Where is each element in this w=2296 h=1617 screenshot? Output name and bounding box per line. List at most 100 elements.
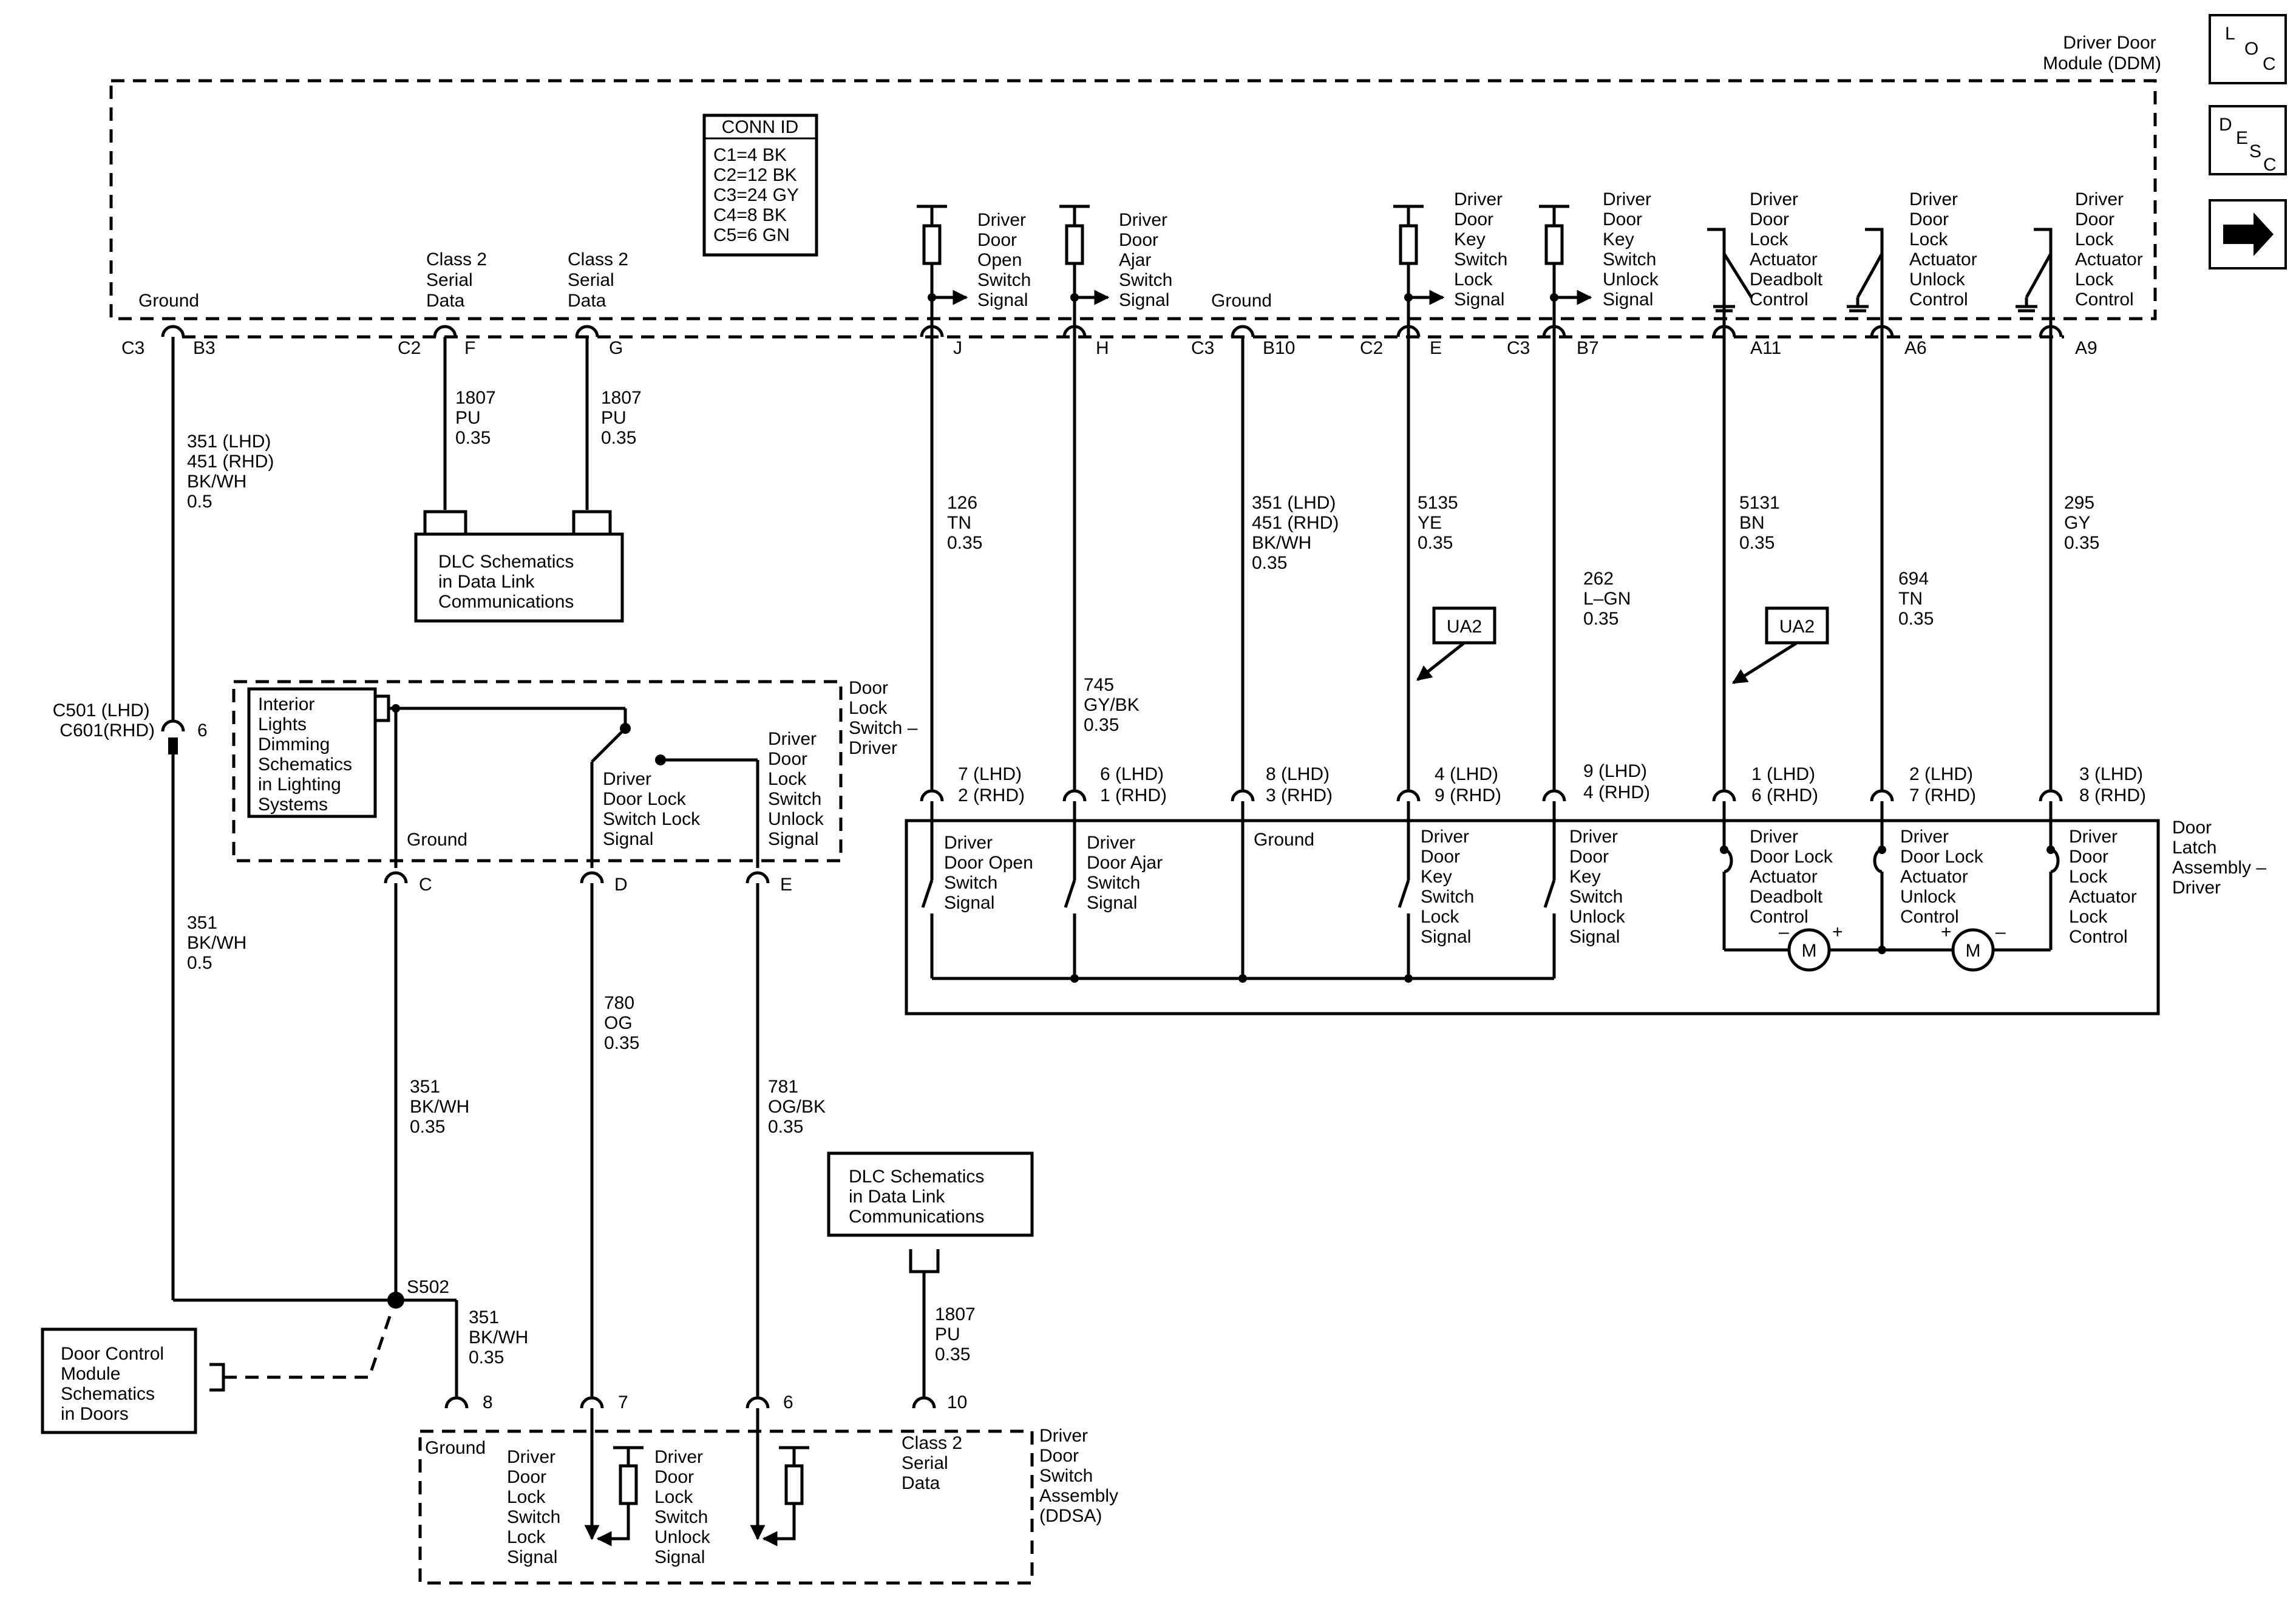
svg-text:B7: B7	[1577, 338, 1599, 358]
wire-f-label: 1807 PU 0.35	[455, 388, 501, 448]
svg-text:C3: C3	[121, 338, 144, 358]
wire-lines	[171, 337, 2053, 1399]
ua2-badge-key: UA2	[1416, 606, 1496, 681]
splice-s502: S502	[387, 1277, 449, 1309]
svg-text:Door Control Module Sc: Door Control Module Schematics in Doors	[61, 1344, 169, 1424]
svg-text:C501 (LHD) C601(RHD): C501 (LHD) C601(RHD)	[53, 700, 155, 741]
latch-ground-label: Ground	[1254, 830, 1314, 850]
ddm-class2-g-label: Class 2 Serial Data	[568, 249, 633, 311]
connector-c3-b7: C3 B7	[1507, 325, 1599, 358]
svg-text:E: E	[780, 875, 792, 895]
wire-lower-351-label: 351 BK/WH 0.5	[187, 913, 252, 973]
motor-deadbolt-icon	[1787, 928, 1831, 972]
svg-text:8 (LHD): 8 (LHD)	[1266, 764, 1330, 784]
arrow-right-icon	[2223, 212, 2274, 256]
latch-lock-label: Driver Door Lock Actuator Lock Control	[2069, 827, 2142, 947]
wire-j-label: 126 TN 0.35	[947, 493, 982, 553]
ddsa-pins: 8 7 6 10	[444, 1392, 967, 1412]
interior-lights-box[interactable]: Interior Lights Dimming Schematics in Li…	[247, 687, 377, 818]
svg-text:–: –	[1779, 922, 1789, 942]
ddm-input-circuits	[917, 205, 2053, 337]
ddm-key-unlock-label: Driver Door Key Switch Unlock Signal	[1603, 189, 1663, 310]
svg-text:4 (LHD): 4 (LHD)	[1435, 764, 1498, 784]
svg-text:D: D	[2219, 115, 2232, 135]
svg-text:S: S	[2249, 141, 2261, 161]
ddsa-name: Driver Door Switch Assembly (DDSA)	[1039, 1426, 1123, 1526]
inline-connector-c501: C501 (LHD) C601(RHD) 6	[53, 700, 208, 754]
svg-text:3 (LHD): 3 (LHD)	[2079, 764, 2143, 784]
connector-h: H	[1062, 325, 1109, 358]
conn-id-title: CONN ID	[722, 117, 799, 137]
svg-text:A11: A11	[1750, 338, 1781, 358]
svg-text:+: +	[1832, 922, 1843, 942]
wire-s502-label: 351 BK/WH 0.35	[469, 1307, 534, 1368]
svg-text:C: C	[2263, 155, 2277, 175]
svg-text:C: C	[2263, 54, 2276, 74]
ddsa-ground-label: Ground	[425, 1438, 486, 1458]
wire-d-label: 780 OG 0.35	[604, 993, 639, 1053]
svg-text:G: G	[609, 338, 623, 358]
wire-ground-c-label: 351 BK/WH 0.35	[410, 1077, 475, 1137]
ddm-name: Driver Door Module (DDM)	[2043, 33, 2161, 73]
svg-text:6: 6	[197, 720, 208, 741]
svg-text:4 (RHD): 4 (RHD)	[1583, 782, 1650, 802]
svg-text:C2: C2	[398, 338, 421, 358]
connector-c2-e: C2 E	[1360, 325, 1442, 358]
svg-text:E: E	[1430, 338, 1442, 358]
dlc-schematics-bottom[interactable]: DLC Schematics in Data Link Communicatio…	[827, 1151, 1034, 1273]
lock-switch-circuit	[375, 694, 759, 868]
latch-open-label: Driver Door Open Switch Signal	[944, 833, 1038, 913]
svg-text:B3: B3	[193, 338, 216, 358]
desc-button[interactable]: D E S C	[2209, 105, 2287, 175]
svg-text:S502: S502	[407, 1277, 449, 1297]
motor-lock-icon	[1951, 928, 1995, 972]
lock-switch-pins: C D E	[384, 871, 792, 895]
svg-text:7 (LHD): 7 (LHD)	[958, 764, 1022, 784]
next-page-button[interactable]	[2209, 199, 2287, 270]
svg-text:M: M	[1966, 941, 1981, 961]
svg-text:9 (LHD): 9 (LHD)	[1583, 761, 1647, 781]
svg-text:–: –	[1995, 922, 2006, 942]
wire-a11-label: 5131 BN 0.35	[1739, 493, 1785, 553]
lock-switch-name: Door Lock Switch – Driver	[849, 678, 923, 758]
svg-text:C3: C3	[1507, 338, 1530, 358]
latch-key-unlock-label: Driver Door Key Switch Unlock Signal	[1569, 827, 1630, 947]
ddm-ground-mid-label: Ground	[1211, 291, 1272, 311]
ddsa-boundary	[418, 1429, 1034, 1585]
latch-assembly-name: Door Latch Assembly – Driver	[2172, 818, 2271, 898]
latch-assembly-boundary	[905, 819, 2160, 1015]
loc-button[interactable]: L O C	[2209, 14, 2287, 84]
wire-h-label: 745 GY/BK 0.35	[1084, 675, 1144, 735]
lock-switch-lock-signal-label: Driver Door Lock Switch Lock Signal	[603, 769, 705, 849]
svg-text:C2: C2	[1360, 338, 1383, 358]
connector-a11: A11	[1712, 325, 1781, 358]
ddm-actuator-unlock-label: Driver Door Lock Actuator Unlock Control	[1909, 189, 1982, 310]
svg-text:C3: C3	[1191, 338, 1214, 358]
dlc-schematics-top[interactable]: DLC Schematics in Data Link Communicatio…	[414, 510, 624, 623]
ddm-ground-left-label: Ground	[138, 291, 199, 311]
connector-a6: A6	[1870, 325, 1927, 358]
svg-text:6: 6	[783, 1392, 793, 1412]
svg-text:2 (LHD): 2 (LHD)	[1909, 764, 1973, 784]
svg-text:10: 10	[947, 1392, 967, 1412]
wire-a6-label: 694 TN 0.35	[1898, 569, 1934, 629]
svg-text:7 (RHD): 7 (RHD)	[1909, 785, 1976, 805]
ua2-badge-deadbolt: UA2	[1731, 606, 1829, 685]
wire-b7-label: 262 L–GN 0.35	[1583, 569, 1636, 629]
svg-text:C: C	[419, 875, 432, 895]
svg-text:L: L	[2225, 24, 2235, 44]
wire-b10-label: 351 (LHD) 451 (RHD) BK/WH 0.35	[1252, 493, 1344, 573]
dcm-schematics-box[interactable]: Door Control Module Schematics in Doors	[41, 1310, 393, 1434]
svg-text:8 (RHD): 8 (RHD)	[2079, 785, 2146, 805]
ddm-actuator-lock-label: Driver Door Lock Actuator Lock Control	[2075, 189, 2148, 310]
svg-text:6 (RHD): 6 (RHD)	[1751, 785, 1818, 805]
svg-text:Interior Lights Dimmin: Interior Lights Dimming Schematics in Li…	[258, 694, 357, 815]
svg-text:D: D	[614, 875, 628, 895]
svg-text:9 (RHD): 9 (RHD)	[1435, 785, 1501, 805]
connector-g: G	[575, 325, 623, 358]
ddm-deadbolt-label: Driver Door Lock Actuator Deadbolt Contr…	[1750, 189, 1827, 310]
connector-c3-b3: C3 B3	[121, 325, 216, 358]
ddsa-circuits	[584, 1408, 809, 1547]
svg-text:E: E	[2236, 128, 2248, 148]
